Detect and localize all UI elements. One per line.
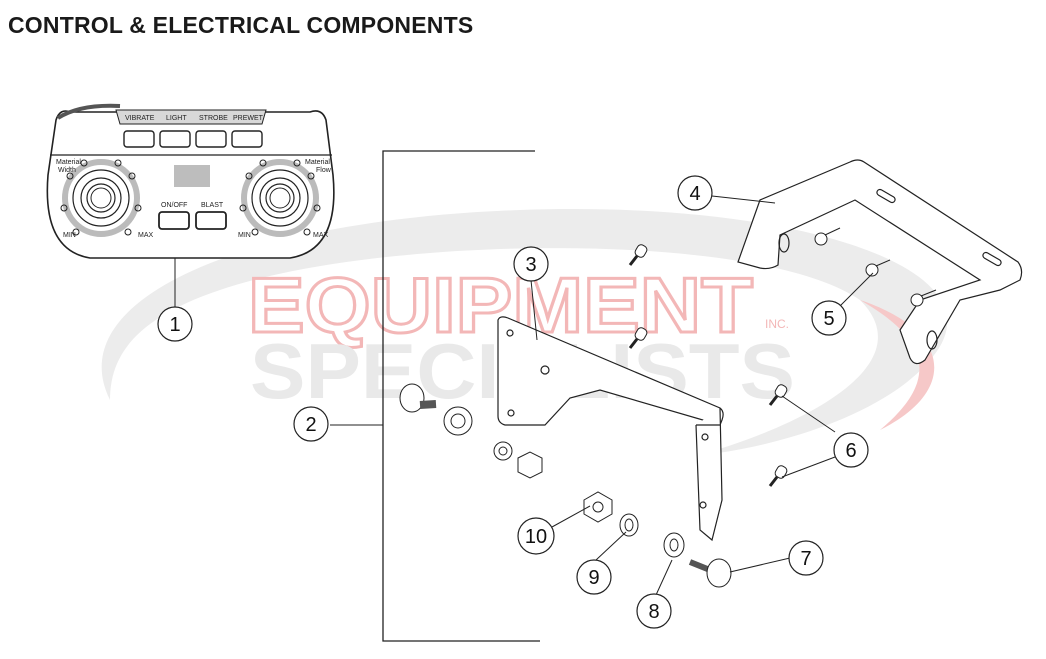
strobe-button xyxy=(195,130,227,148)
blast-button xyxy=(195,211,227,230)
mount-bracket xyxy=(497,316,724,542)
left-knob-min: MIN xyxy=(63,232,76,239)
self-tapping-screws xyxy=(814,227,937,307)
callout-4: 4 xyxy=(677,175,713,211)
callout-3: 3 xyxy=(513,246,549,282)
callout-9-label: 9 xyxy=(588,567,599,589)
right-knob-max: MAX xyxy=(313,232,329,239)
page-title: CONTROL & ELECTRICAL COMPONENTS xyxy=(8,12,474,38)
right-knob-label-1: Material xyxy=(305,159,330,166)
watermark-suffix: INC. xyxy=(765,317,789,331)
callout-2-label: 2 xyxy=(305,414,316,436)
prewet-button xyxy=(231,130,263,148)
callout-10-label: 10 xyxy=(525,526,547,548)
right-knob xyxy=(239,159,321,237)
label-prewet: PREWET xyxy=(233,115,264,122)
callout-1: 1 xyxy=(157,306,193,342)
label-on-off: ON/OFF xyxy=(161,202,187,209)
knob-labels: Material Width MIN MAX Material Flow MIN… xyxy=(56,159,332,239)
callout-7: 7 xyxy=(788,540,824,576)
callout-3-label: 3 xyxy=(525,254,536,276)
right-knob-min: MIN xyxy=(238,232,251,239)
kit-bracket-line xyxy=(382,150,540,642)
callout-10: 10 xyxy=(517,517,555,555)
callout-6: 6 xyxy=(833,432,869,468)
on-off-button xyxy=(158,211,190,230)
controller-shadow xyxy=(56,103,121,120)
label-blast: BLAST xyxy=(201,202,224,209)
left-knob xyxy=(60,159,142,237)
label-light: LIGHT xyxy=(166,115,187,122)
label-strobe: STROBE xyxy=(199,115,228,122)
callouts: 1 2 3 4 5 6 7 8 9 10 xyxy=(157,175,869,629)
left-knob-label-1: Material xyxy=(56,159,81,166)
callout-8-label: 8 xyxy=(648,601,659,623)
u-bracket xyxy=(737,159,1023,365)
left-knob-max: MAX xyxy=(138,232,154,239)
vibrate-button xyxy=(123,130,155,148)
callout-5-label: 5 xyxy=(823,308,834,330)
callout-1-label: 1 xyxy=(169,314,180,336)
top-button-labels: VIBRATE LIGHT STROBE PREWET xyxy=(125,115,264,122)
bolts xyxy=(399,244,788,588)
controller: VIBRATE LIGHT STROBE PREWET xyxy=(46,103,335,259)
left-knob-label-2: Width xyxy=(58,167,76,174)
callout-2: 2 xyxy=(293,406,329,442)
light-button xyxy=(159,130,191,148)
callout-5: 5 xyxy=(811,300,847,336)
controller-display xyxy=(174,165,210,187)
callout-9: 9 xyxy=(576,559,612,595)
callout-6-label: 6 xyxy=(845,440,856,462)
callout-7-label: 7 xyxy=(800,548,811,570)
callout-4-label: 4 xyxy=(689,183,700,205)
label-vibrate: VIBRATE xyxy=(125,115,155,122)
callout-8: 8 xyxy=(636,593,672,629)
leader-lines xyxy=(174,195,874,596)
top-button-strip xyxy=(115,109,267,125)
right-knob-label-2: Flow xyxy=(316,167,332,174)
